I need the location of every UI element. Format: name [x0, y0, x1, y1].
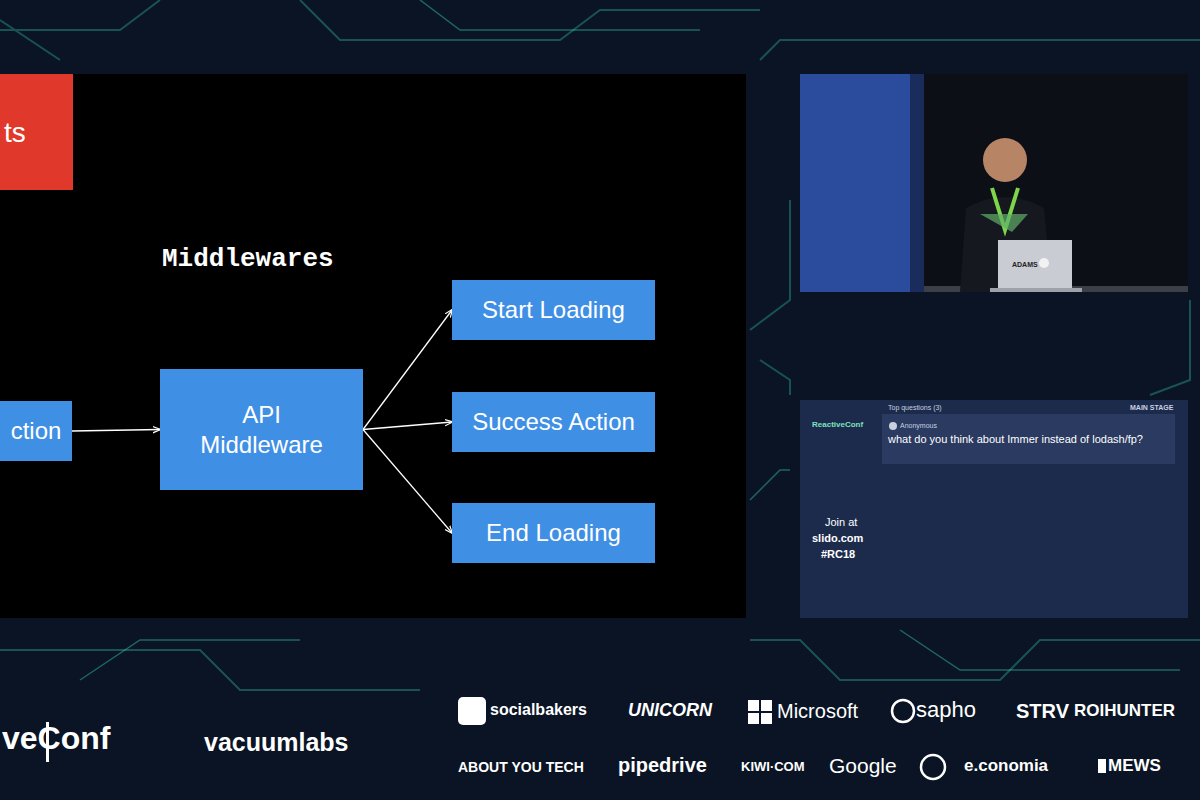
decor-shape: [800, 400, 1188, 618]
sponsor-logo: sapho: [916, 697, 976, 722]
decor-shape: [0, 650, 420, 690]
decor-shape: [800, 74, 1188, 292]
decor-shape: [761, 700, 772, 711]
panel-heading: Top questions (3): [888, 404, 942, 412]
node-label: Success Action: [472, 407, 635, 437]
decor-shape: [1039, 258, 1049, 268]
decor-shape: [750, 470, 790, 500]
decor-shape: [80, 640, 300, 680]
decor-shape: [420, 0, 700, 30]
decor-shape: [750, 640, 1200, 680]
action-box: Success Action: [452, 392, 655, 452]
conf-logo: ReactiveConf: [812, 420, 863, 429]
action-box: Start Loading: [452, 280, 655, 340]
header-tab: ts: [0, 74, 73, 190]
join-code: #RC18: [821, 548, 855, 561]
decor-shape: [1150, 300, 1190, 395]
decor-shape: [990, 288, 1082, 292]
sponsor-logo: pipedrive: [618, 754, 707, 777]
node-label: API Middleware: [192, 400, 332, 460]
decor-shape: [761, 713, 772, 724]
decor-shape: [910, 74, 924, 292]
node-label: Start Loading: [482, 295, 625, 325]
laptop-sticker: ADAMS: [1012, 261, 1038, 269]
decor-shape: [0, 20, 60, 60]
decor-shape: [1098, 759, 1106, 773]
sponsor-logo: socialbakers: [490, 701, 587, 719]
decor-shape: [760, 360, 790, 395]
decor-shape: [983, 138, 1027, 182]
slide-title: Middlewares: [162, 244, 334, 274]
decor-shape: [921, 755, 945, 779]
node-label: ts: [4, 115, 26, 150]
sponsor-logo: STRV: [1016, 700, 1069, 723]
flow-arrow: [363, 422, 452, 430]
decor-shape: [900, 630, 1180, 670]
decor-shape: [924, 74, 1188, 292]
sponsor-logo: MEWS: [1108, 756, 1161, 776]
panel-tag: MAIN STAGE: [1130, 404, 1173, 412]
decor-shape: [748, 713, 759, 724]
sponsor-logo: UNICORN: [628, 700, 712, 721]
sponsor-logo: Microsoft: [777, 700, 858, 723]
author-name: Anonymous: [900, 422, 937, 430]
decor-shape: [0, 0, 1200, 690]
decor-shape: [748, 700, 759, 711]
decor-shape: [998, 240, 1072, 290]
sponsor-logo: e.conomia: [964, 756, 1048, 776]
flow-arrow: [72, 430, 160, 432]
decor-shape: [889, 422, 897, 430]
decor-shape: [750, 200, 790, 330]
decor-shape: [0, 0, 160, 30]
action-box: End Loading: [452, 503, 655, 563]
flow-arrow: [363, 310, 452, 430]
node-label: End Loading: [486, 518, 621, 548]
decor-shape: [800, 74, 910, 292]
question-text: what do you think about Immer instead of…: [888, 433, 1168, 446]
middleware-box: API Middleware: [160, 369, 363, 490]
join-text: Join at: [825, 516, 857, 529]
sponsor-logo: KIWI·COM: [741, 760, 805, 775]
action-box: ction: [0, 401, 72, 461]
join-url: slido.com: [812, 532, 863, 545]
sponsor-logo: ROIHUNTER: [1074, 701, 1175, 721]
decor-shape: [0, 74, 746, 618]
sponsor-logo: vacuumlabs: [204, 728, 349, 757]
decor-shape: [892, 700, 914, 722]
decor-shape: [760, 40, 1200, 60]
decor-shape: [980, 214, 1028, 232]
decor-shape: [882, 414, 1175, 464]
sponsor-logo: ABOUT YOU TECH: [458, 759, 584, 775]
decor-shape: [458, 697, 486, 725]
decor-shape: [300, 0, 760, 40]
sponsor-logo: Google: [829, 754, 897, 778]
node-label: ction: [11, 416, 62, 446]
flow-arrow: [363, 430, 452, 534]
conf-logo: veConf: [2, 720, 110, 757]
